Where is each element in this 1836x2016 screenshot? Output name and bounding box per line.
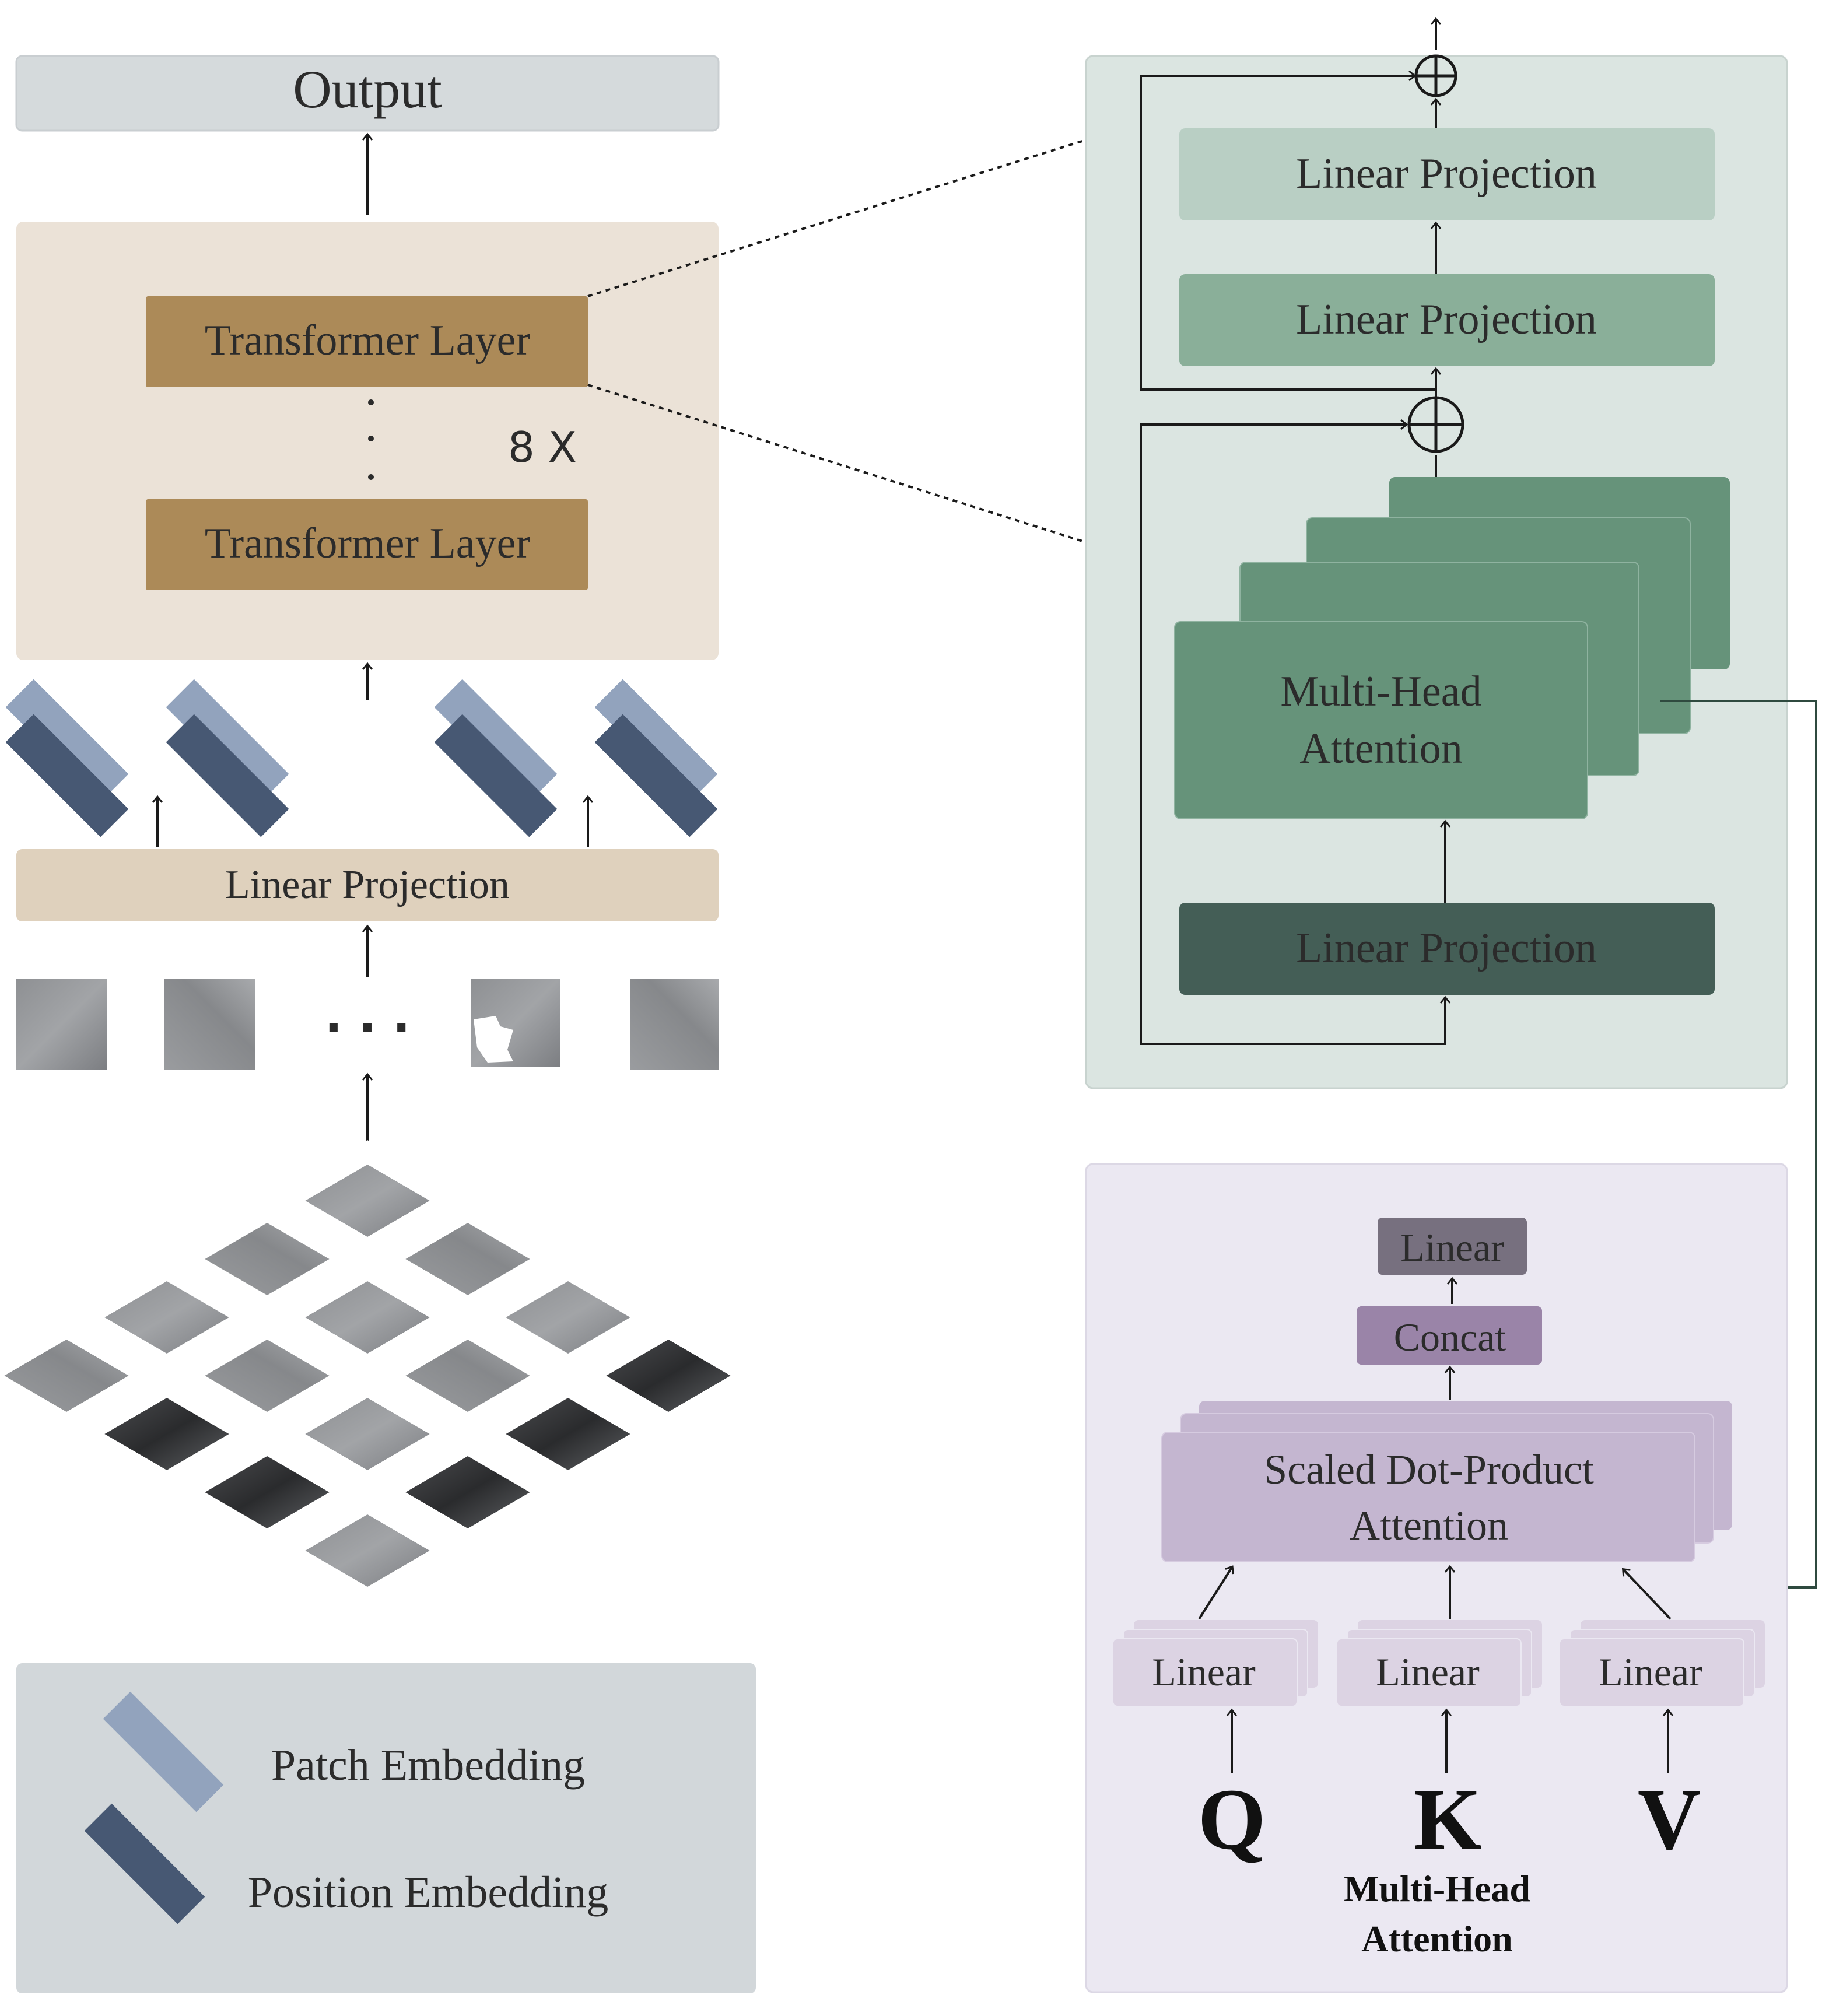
linear-out-label: Linear bbox=[1400, 1225, 1504, 1270]
linear-projection-left-label: Linear Projection bbox=[225, 863, 510, 907]
arrow-linear-v-to-sdpa bbox=[1621, 1568, 1672, 1620]
linear-projection-top-label: Linear Projection bbox=[1296, 150, 1597, 198]
mha-detail-panel bbox=[1085, 1163, 1788, 1993]
concat-label: Concat bbox=[1394, 1315, 1506, 1359]
residual-loop-top bbox=[1140, 70, 1436, 391]
patch-thumbnail bbox=[164, 979, 255, 1070]
image-patch-tile bbox=[305, 1165, 430, 1237]
linear-projection-mid-label: Linear Projection bbox=[1296, 296, 1597, 343]
linear-projection-top bbox=[1179, 128, 1715, 220]
image-patch-tile bbox=[305, 1514, 430, 1587]
zoom-line-bottom bbox=[587, 384, 1127, 556]
concat-box bbox=[1357, 1306, 1542, 1365]
patch-ellipsis: . . . bbox=[325, 989, 411, 1043]
arrow-linear-q-to-sdpa bbox=[1198, 1565, 1234, 1620]
image-patch-tile bbox=[305, 1398, 430, 1470]
image-patch-tile bbox=[606, 1340, 731, 1412]
image-patch-tile bbox=[405, 1223, 530, 1295]
output-label: Output bbox=[293, 59, 442, 119]
image-patch-tile bbox=[205, 1223, 330, 1295]
transformer-layer-bottom-label: Transformer Layer bbox=[205, 520, 530, 567]
image-patch-tile bbox=[104, 1398, 229, 1470]
patch-embedding-mark bbox=[434, 679, 558, 802]
image-patch-tile bbox=[405, 1456, 530, 1528]
repeat-label: 8 X bbox=[508, 423, 577, 472]
image-patch-tile bbox=[205, 1456, 330, 1528]
patch-thumbnail bbox=[630, 979, 719, 1070]
image-patch-tile bbox=[205, 1340, 330, 1412]
output-box bbox=[15, 55, 720, 132]
value-label: V bbox=[1638, 1771, 1701, 1868]
sdpa-label-1: Scaled Dot-Product bbox=[1264, 1446, 1594, 1493]
image-patch-tile bbox=[506, 1398, 630, 1470]
linear-v-box bbox=[1559, 1638, 1744, 1707]
multi-head-label-2: Attention bbox=[1299, 725, 1463, 773]
linear-q-label: Linear bbox=[1152, 1650, 1256, 1694]
key-label: K bbox=[1414, 1771, 1482, 1868]
position-embedding-mark bbox=[594, 714, 718, 837]
query-label: Q bbox=[1198, 1771, 1266, 1868]
position-embedding-mark bbox=[5, 714, 129, 837]
linear-out-box bbox=[1378, 1218, 1527, 1275]
legend-patch-embedding-swatch bbox=[103, 1691, 224, 1812]
dot bbox=[368, 436, 374, 441]
linear-projection-mid bbox=[1179, 274, 1715, 366]
transformer-layer-top-label: Transformer Layer bbox=[205, 317, 530, 364]
embedding-pair-3 bbox=[434, 679, 558, 837]
image-patch-tile bbox=[405, 1340, 530, 1412]
image-patch-tile bbox=[305, 1281, 430, 1354]
transformer-layer-bottom bbox=[146, 499, 588, 590]
linear-k-label: Linear bbox=[1376, 1650, 1480, 1694]
legend-patch-embedding-label: Patch Embedding bbox=[271, 1741, 585, 1790]
transformer-layer-top bbox=[146, 296, 588, 387]
linear-q-box bbox=[1112, 1638, 1298, 1707]
transformer-panel bbox=[16, 222, 719, 660]
image-patch-tile bbox=[104, 1281, 229, 1354]
legend-position-embedding-swatch bbox=[84, 1803, 205, 1924]
position-embedding-mark bbox=[434, 714, 558, 837]
image-patch-tile bbox=[506, 1281, 630, 1354]
patch-embedding-mark bbox=[166, 679, 289, 802]
mha-caption-1: Multi-Head bbox=[1344, 1868, 1530, 1909]
input-to-lp-bottom bbox=[1184, 995, 1451, 1045]
image-patch-tile bbox=[4, 1340, 129, 1412]
multi-head-label-1: Multi-Head bbox=[1280, 668, 1481, 716]
multi-head-attention-box bbox=[1174, 621, 1588, 819]
linear-projection-bottom-label: Linear Projection bbox=[1296, 924, 1597, 972]
patch-thumbnail-highlight bbox=[474, 1016, 513, 1063]
dot bbox=[368, 399, 374, 405]
linear-v-label: Linear bbox=[1599, 1650, 1702, 1694]
dot bbox=[368, 474, 374, 480]
patch-thumbnail bbox=[16, 979, 107, 1070]
sdpa-label-2: Attention bbox=[1350, 1502, 1508, 1549]
zoom-line-top bbox=[587, 126, 1127, 297]
position-embedding-mark bbox=[166, 714, 289, 837]
legend-panel bbox=[16, 1663, 756, 1993]
patch-embedding-mark bbox=[5, 679, 129, 802]
linear-projection-bottom bbox=[1179, 903, 1715, 995]
legend-position-embedding-label: Position Embedding bbox=[248, 1868, 609, 1917]
embedding-pair-4 bbox=[594, 679, 718, 837]
patch-embedding-mark bbox=[594, 679, 718, 802]
linear-projection-left bbox=[16, 849, 719, 921]
patch-tiles bbox=[4, 1165, 731, 1587]
mha-caption-2: Attention bbox=[1361, 1918, 1513, 1959]
grid-base bbox=[0, 1140, 770, 1586]
image-patch-grid bbox=[0, 1140, 770, 1586]
linear-k-box bbox=[1336, 1638, 1522, 1707]
sdpa-box bbox=[1161, 1432, 1695, 1562]
embedding-pair-2 bbox=[166, 679, 289, 837]
embedding-pair-1 bbox=[5, 679, 129, 837]
